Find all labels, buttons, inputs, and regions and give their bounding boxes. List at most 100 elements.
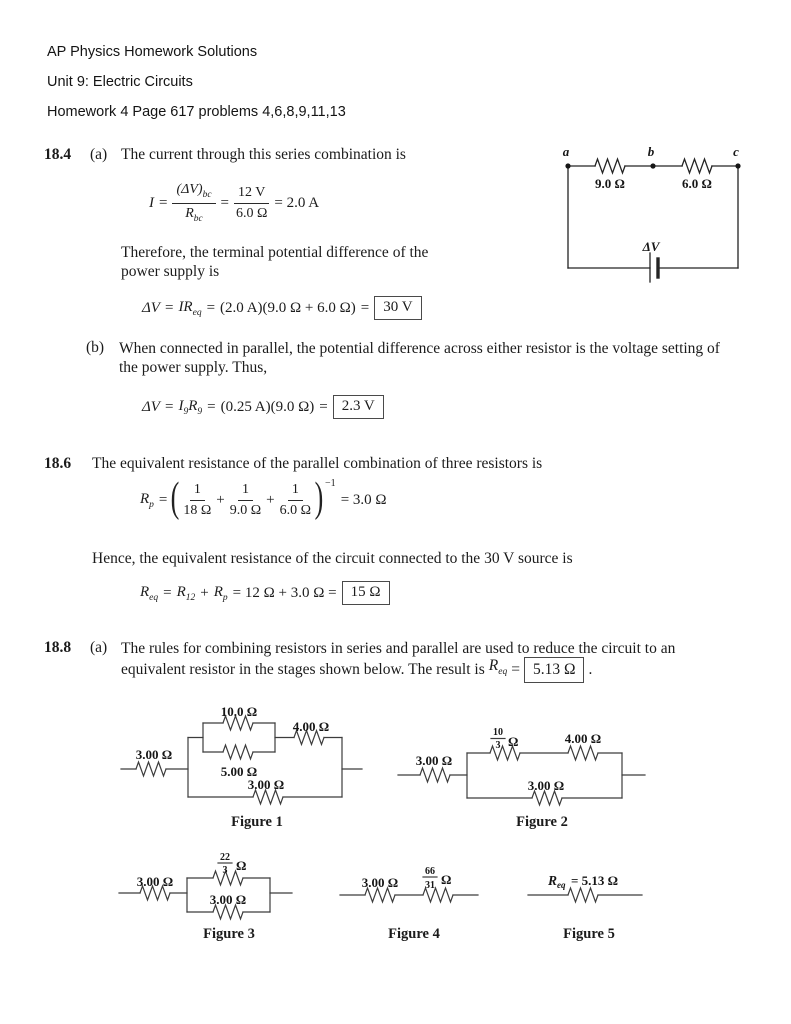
req-lhs: R <box>140 583 150 600</box>
header-title: AP Physics Homework Solutions <box>47 44 258 60</box>
expression: (2.0 A)(9.0 Ω + 6.0 Ω) <box>220 299 356 316</box>
fraction-12v-over-6ohm: 12 V 6.0 Ω <box>234 184 270 222</box>
part-a-label: (a) <box>90 146 108 163</box>
frac-denominator: 6.0 Ω <box>279 502 312 518</box>
equals-sign: = <box>206 299 216 316</box>
equals-sign: = <box>163 584 172 601</box>
resistor-9ohm-icon <box>594 158 626 174</box>
circuit-wires <box>397 752 646 799</box>
i9-term: I <box>178 397 184 414</box>
resistor-3ohm-left-label: 3.00 Ω <box>416 753 452 768</box>
eq-mid: = 12 Ω + 3.0 Ω = <box>232 584 337 601</box>
req-value: = 5.13 Ω <box>571 873 618 888</box>
figure3-circuit-diagram: 3.00 Ω 22 3 Ω 3.00 Ω <box>118 852 293 920</box>
therefore-paragraph: Therefore, the terminal potential differ… <box>121 243 428 281</box>
frac-denominator: 6.0 Ω <box>235 205 268 221</box>
req-subscript: eq <box>498 667 508 678</box>
denominator-subscript: bc <box>193 213 203 224</box>
part-a-text: The current through this series combinat… <box>121 146 406 163</box>
therefore-line1: Therefore, the terminal potential differ… <box>121 244 429 261</box>
part-b-line1: When connected in parallel, the potentia… <box>119 340 720 357</box>
boxed-answer-30v: 30 V <box>374 296 422 320</box>
resistor-10ohm-label: 10.0 Ω <box>221 704 257 719</box>
figure1-circuit-diagram: 3.00 Ω 10.0 Ω 5.00 Ω 4.00 Ω 3.00 Ω <box>120 704 363 805</box>
equation-parallel-voltage: ΔV = I9R9 = (0.25 A)(9.0 Ω) = 2.3 V <box>142 395 384 419</box>
resistor-3ohm-bottom-icon <box>252 789 284 805</box>
frac-denominator: 18 Ω <box>183 502 212 518</box>
req-variable: R <box>547 873 557 888</box>
node-b-label: b <box>648 144 655 159</box>
header-assignment: Homework 4 Page 617 problems 4,6,8,9,11,… <box>47 104 346 120</box>
part-b-text: When connected in parallel, the potentia… <box>119 339 720 377</box>
part-b-line2: the power supply. Thus, <box>119 359 268 376</box>
equals-sign: = <box>207 398 216 415</box>
circuit-wires <box>567 165 739 269</box>
req-var: R <box>488 657 499 675</box>
resistor-3ohm-icon <box>364 887 396 903</box>
figure5-circuit-diagram: R eq = 5.13 Ω <box>527 873 643 903</box>
fraction-unit-label: Ω <box>441 872 451 887</box>
equation-parallel-resistance: Rp = ( 1 18 Ω + 1 9.0 Ω + 1 6.0 Ω ) −1 =… <box>140 475 387 521</box>
delta-v: ΔV <box>142 299 160 316</box>
equals-sign: = <box>164 398 174 415</box>
delta-v: ΔV <box>142 398 160 415</box>
eq-lhs: I <box>149 194 154 211</box>
boxed-answer-2-3v: 2.3 V <box>332 395 384 419</box>
equals-sign: = <box>158 491 168 508</box>
equals-sign: = <box>360 299 370 316</box>
fraction-1-over-6: 1 6.0 Ω <box>280 481 311 519</box>
fraction-1-over-18: 1 18 Ω <box>183 481 211 519</box>
series-circuit-diagram: a b c 9.0 Ω 6.0 Ω ΔV <box>563 144 741 283</box>
node-a-dot <box>565 163 571 169</box>
document-header: AP Physics Homework Solutions Unit 9: El… <box>47 44 346 134</box>
rp-subscript: p <box>222 592 228 603</box>
r12-subscript: 12 <box>185 592 196 603</box>
resistor-3ohm-left-label: 3.00 Ω <box>137 874 173 889</box>
figure2-circuit-diagram: 3.00 Ω 10 3 Ω 4.00 Ω 3.00 Ω <box>397 727 646 806</box>
figure3-caption: Figure 3 <box>203 926 255 942</box>
fraction-dv-over-r: (ΔV)bc Rbc <box>172 181 216 225</box>
fraction-numerator: 66 <box>425 866 435 877</box>
resistor-3ohm-bottom-icon <box>212 904 244 920</box>
fraction-denominator: 3 <box>223 865 228 876</box>
rp-lhs: R <box>140 490 150 507</box>
plus-sign: + <box>266 491 275 508</box>
problem-186-text: The equivalent resistance of the paralle… <box>92 455 543 472</box>
problem-number: 18.4 <box>44 146 72 163</box>
therefore-line2: power supply is <box>121 263 220 280</box>
boxed-answer-513ohm: 5.13 Ω <box>523 656 585 683</box>
node-a-label: a <box>563 144 570 159</box>
problem-number: 18.8 <box>44 639 72 656</box>
frac-numerator: 1 <box>237 481 253 501</box>
equation-current: I = (ΔV)bc Rbc = 12 V 6.0 Ω = 2.0 A <box>149 181 319 225</box>
resistor-22-3ohm-icon <box>212 870 244 886</box>
node-b-dot <box>650 163 656 169</box>
figure2-caption: Figure 2 <box>516 814 568 830</box>
equals-sign: = <box>319 398 328 415</box>
frac-numerator: 1 <box>189 481 205 501</box>
battery-voltage-label: ΔV <box>642 239 661 254</box>
figure4-circuit-diagram: 3.00 Ω 66 31 Ω <box>339 866 479 903</box>
ir-subscript: eq <box>192 307 202 318</box>
fraction-unit-label: Ω <box>236 858 246 873</box>
equals-sign: = <box>159 194 168 211</box>
i9-subscript: 9 <box>183 406 189 417</box>
equation-equivalent-resistance: Req = R12 + Rp = 12 Ω + 3.0 Ω = 15 Ω <box>140 581 390 605</box>
figure4-caption: Figure 4 <box>388 926 440 942</box>
frac-numerator: 1 <box>287 481 303 501</box>
resistor-3ohm-left-icon <box>135 761 167 777</box>
r9-term: R <box>188 397 198 414</box>
equals-sign: = <box>220 194 229 211</box>
fraction-numerator: 10 <box>493 727 503 738</box>
frac-numerator: (ΔV) <box>176 182 203 197</box>
resistor-5ohm-icon <box>222 744 254 760</box>
frac-denominator: R <box>185 205 194 221</box>
resistor-6ohm-label: 6.0 Ω <box>682 176 712 191</box>
fraction-unit-label: Ω <box>508 734 518 749</box>
node-c-dot <box>735 163 741 169</box>
r12-term: R <box>176 583 186 600</box>
resistor-3ohm-bottom-label: 3.00 Ω <box>248 777 284 792</box>
circuit-wires <box>118 877 293 913</box>
resistor-3ohm-label: 3.00 Ω <box>362 875 398 890</box>
resistor-4ohm-label: 4.00 Ω <box>293 719 329 734</box>
